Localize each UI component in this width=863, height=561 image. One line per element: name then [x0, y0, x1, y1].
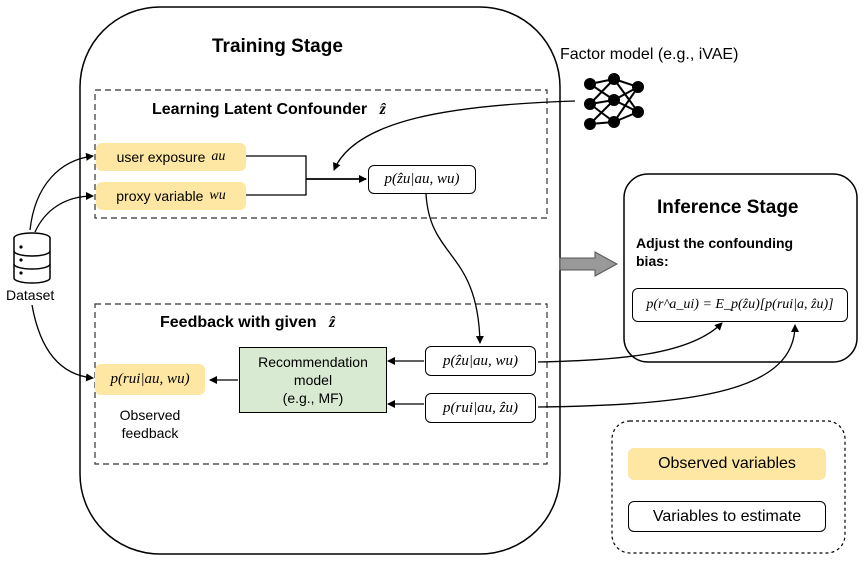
proxy-variable-math: wu — [209, 188, 226, 203]
posterior-flow-arrow — [425, 193, 484, 344]
outcome-model-node: p(rui|au, ẑu) — [425, 393, 536, 423]
inference-subtitle: Adjust the confounding bias: — [636, 234, 793, 270]
feedback-title-symbol: ẑ — [328, 314, 336, 331]
proxy-variable-node: proxy variable wu — [96, 182, 246, 210]
latent-section-title: Learning Latent Confounder ẑ — [152, 101, 386, 119]
legend-estimate: Variables to estimate — [628, 501, 826, 532]
inputs-merge-line — [246, 155, 307, 196]
recommendation-model-line2: model — [293, 372, 333, 388]
posterior-to-inference-arrow — [537, 322, 723, 363]
neural-network-icon — [584, 73, 644, 130]
recommendation-model-line1: Recommendation — [258, 354, 368, 370]
factor-model-label: Factor model (e.g., iVAE) — [560, 46, 739, 63]
observed-feedback-node: p(rui|au, wu) — [95, 364, 205, 395]
factor-model-arrow — [333, 100, 576, 171]
proxy-variable-text: proxy variable — [116, 188, 204, 204]
dataset-label: Dataset — [6, 287, 55, 303]
observed-feedback-caption: Observed feedback — [112, 406, 188, 442]
inference-subtitle-line2: bias: — [636, 253, 669, 269]
recommendation-model-line3: (e.g., MF) — [282, 390, 344, 406]
observed-feedback-caption-line1: Observed — [119, 407, 181, 423]
database-icon — [13, 232, 51, 284]
latent-section-border — [94, 89, 548, 219]
observed-feedback-caption-line2: feedback — [121, 425, 179, 441]
legend-border — [611, 420, 846, 554]
outcome-to-inference-arrow — [537, 324, 799, 408]
stage-transition-arrow — [559, 251, 619, 277]
dataset-to-feedback-arrow — [31, 304, 94, 382]
user-exposure-text: user exposure — [116, 149, 206, 165]
dataset-to-exposure-arrow — [29, 152, 94, 231]
dataset-to-proxy-arrow — [34, 192, 94, 233]
training-stage-container — [79, 6, 561, 555]
user-exposure-math: au — [211, 149, 226, 164]
inference-formula-node: p(r^a_ui) = E_p(ẑu)[p(rui|a, ẑu)] — [632, 288, 848, 322]
posterior-node-bottom: p(ẑu|au, wu) — [425, 346, 536, 376]
feedback-section-title: Feedback with given ẑ — [160, 314, 335, 332]
recommendation-model-node: Recommendation model (e.g., MF) — [239, 347, 387, 413]
legend-observed: Observed variables — [628, 448, 826, 480]
feedback-title-text: Feedback with given — [160, 314, 317, 331]
inference-stage-title: Inference Stage — [657, 197, 799, 218]
latent-title-text: Learning Latent Confounder — [152, 101, 368, 118]
posterior-node-top: p(ẑu|au, wu) — [368, 165, 476, 194]
training-stage-title: Training Stage — [212, 36, 343, 57]
latent-title-symbol: ẑ — [379, 101, 386, 118]
inference-stage-container — [623, 173, 858, 363]
inference-subtitle-line1: Adjust the confounding — [636, 235, 794, 251]
user-exposure-node: user exposure au — [96, 143, 246, 171]
